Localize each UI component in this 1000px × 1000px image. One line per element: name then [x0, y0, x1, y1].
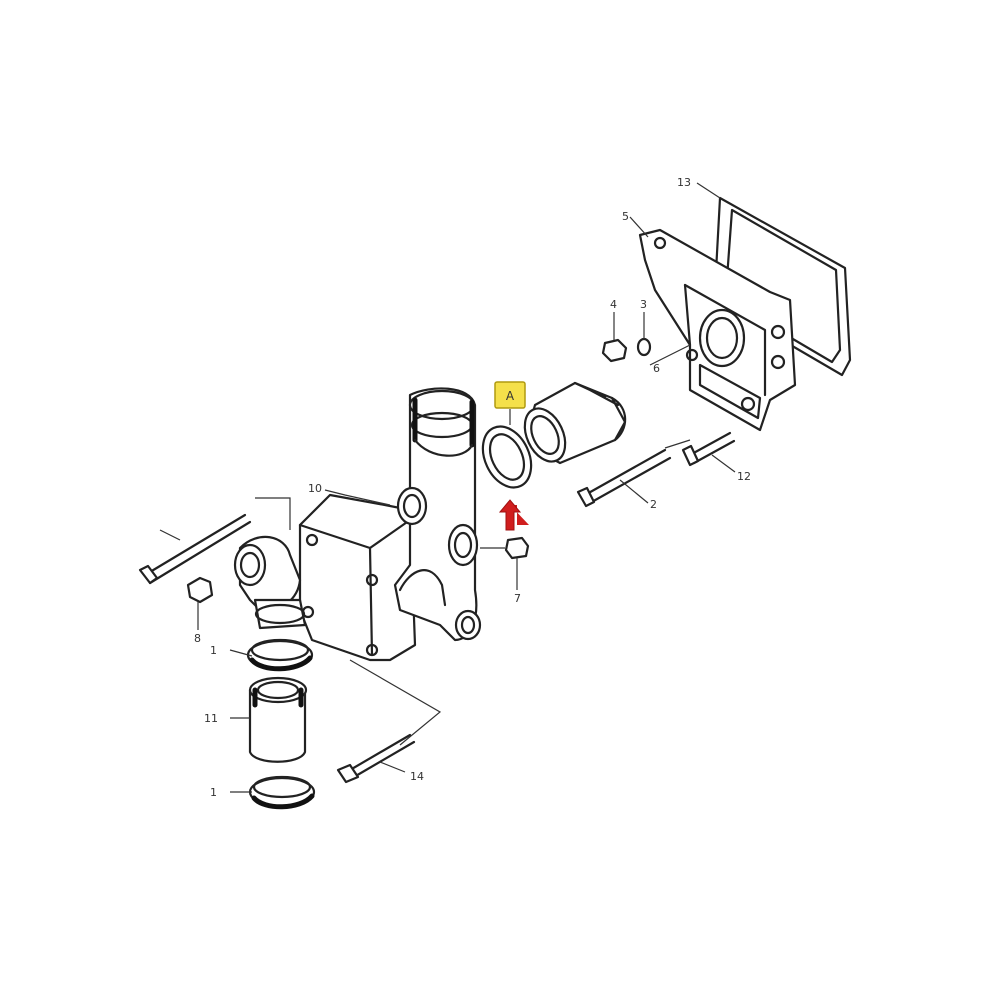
callout-8: 8: [194, 632, 201, 645]
housing-5: [638, 228, 797, 432]
tube-6: [523, 381, 627, 465]
cooler-housing-10: [298, 493, 417, 662]
callout-12: 12: [737, 470, 751, 483]
callout-1-upper: 1: [210, 644, 217, 657]
callout-labels: 13 5 4 3 6 12 2 7 10 8 1 11 1 14: [194, 176, 751, 799]
riser-pipe: [393, 387, 482, 642]
hose-11: [248, 676, 308, 763]
stud-14: [336, 733, 416, 784]
callout-11: 11: [204, 712, 218, 725]
elbow-flange: [233, 535, 307, 630]
highlight-badge: A: [494, 381, 526, 409]
plug-8: [186, 576, 214, 630]
hose-clamp-1-lower: [248, 775, 316, 810]
callout-14: 14: [410, 770, 424, 783]
washer-3: [636, 312, 652, 357]
red-up-arrow-icon: [498, 499, 529, 531]
plug-7: [504, 536, 530, 590]
callout-3: 3: [640, 298, 647, 311]
callout-6: 6: [653, 362, 660, 375]
bolt-12: [681, 431, 736, 473]
highlight-badge-label: A: [506, 389, 515, 403]
o-ring-a: [481, 409, 533, 489]
callout-13: 13: [677, 176, 691, 189]
bolt-9: [138, 513, 252, 585]
callout-4: 4: [610, 298, 617, 311]
hose-clamp-1-upper: [246, 638, 314, 672]
callout-1-lower: 1: [210, 786, 217, 799]
leader-lines: [229, 182, 721, 793]
callout-7: 7: [514, 592, 521, 605]
callout-5: 5: [622, 210, 629, 223]
callout-10: 10: [308, 482, 322, 495]
highlight-badge-box: [494, 381, 526, 409]
nut-4: [601, 312, 628, 363]
bolt-2: [576, 448, 672, 508]
callout-2: 2: [650, 498, 657, 511]
